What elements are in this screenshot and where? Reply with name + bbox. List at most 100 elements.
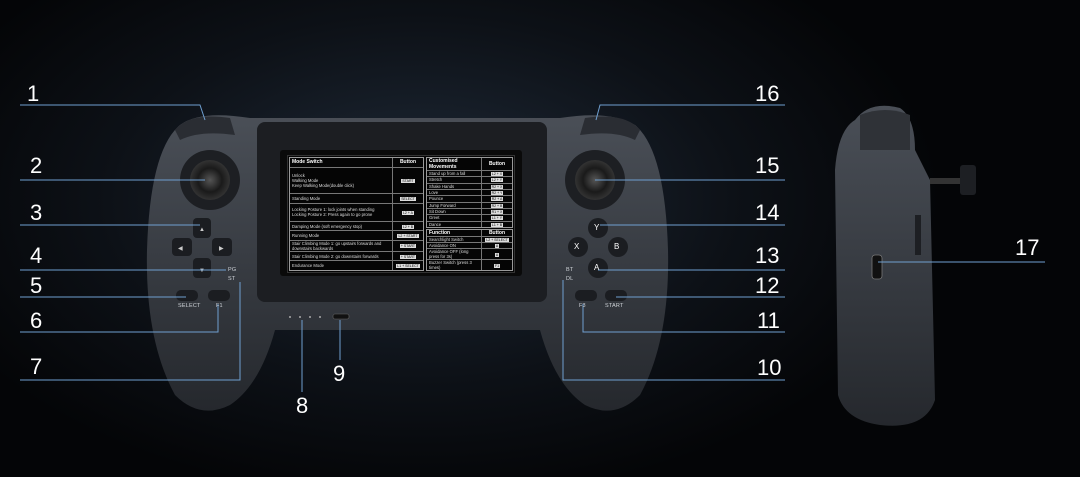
callout-6: 6 [30, 308, 43, 333]
button-combo: SELECT [400, 196, 416, 201]
button-combo: L2 + B [401, 224, 415, 229]
row-button: L2 + A [393, 210, 423, 215]
button-combo: L1 + SELECT [396, 264, 420, 269]
row-description: Shake Hands [427, 183, 482, 189]
row-description: Pounce [427, 196, 482, 202]
row-button: F1 [482, 263, 512, 268]
side-joystick [960, 165, 976, 195]
callout-4: 4 [30, 243, 43, 268]
table-row: Stair Climbing Mode 1: go upstairs forwa… [290, 240, 423, 252]
dl-label: DL [566, 276, 574, 282]
row-text: Running Mode [292, 233, 320, 239]
row-text: Damping Mode (soft emergency stop) [292, 223, 363, 229]
button-combo: L2 + SELECT [485, 238, 509, 242]
usb-port [332, 313, 350, 320]
callout-11: 11 [757, 308, 780, 333]
row-description: Stretch [427, 177, 482, 183]
header-label: Function [427, 230, 482, 236]
row-description: Jump Forward [427, 202, 482, 208]
b-button[interactable]: B [614, 242, 620, 251]
a-button[interactable]: A [594, 263, 600, 272]
row-description: Stand up from a fall [427, 171, 482, 177]
row-button: L2 + START [393, 233, 423, 239]
bt-label: BT [566, 267, 574, 273]
row-description: Buzzer Switch (press 3 times) [427, 260, 482, 270]
y-button[interactable]: Y [594, 223, 600, 232]
row-button: L1 + Y [482, 215, 512, 221]
button-combo: L2 + START [397, 234, 419, 239]
callout-7: 7 [30, 354, 43, 379]
row-button: R2 + A [482, 196, 512, 202]
row-text: Locking Posture 2: Press again to go pro… [292, 212, 373, 218]
row-description: Dance [427, 221, 482, 227]
button-combo: R2 + A [490, 197, 504, 202]
table-header: Mode Switch Button [290, 158, 423, 168]
button-combo: A [494, 252, 500, 257]
row-text: Locking Posture 1: lock joints when stan… [292, 207, 375, 213]
row-button: R2 + X [482, 184, 512, 189]
table-row: Avoidance OFF (long press for 3s)A [427, 249, 512, 260]
row-text: Walking Mode [292, 177, 319, 183]
row-text: Stair Climbing Mode 1: go upstairs forwa… [292, 240, 382, 251]
row-text: Unlock [292, 172, 305, 178]
svg-text:▶: ▶ [219, 246, 224, 252]
table-row: Avoidance ON A [427, 243, 512, 249]
row-button: L2 + SELECT [482, 237, 512, 242]
row-text: Standing Mode [292, 195, 321, 201]
callout-12: 12 [755, 273, 780, 298]
callout-3: 3 [30, 200, 43, 225]
button-combo: A [494, 244, 500, 248]
callout-2: 2 [30, 153, 43, 178]
row-button: R1 + X [482, 209, 512, 215]
side-view [835, 105, 935, 426]
row-button: L2 + X [482, 171, 512, 177]
dpad [172, 218, 232, 278]
button-combo: L1 + Y [490, 216, 504, 221]
row-button: L2 + Y [482, 177, 512, 183]
button-combo: R2 + B [490, 203, 504, 208]
header-label: Mode Switch [290, 158, 393, 167]
x-button[interactable]: X [574, 242, 580, 251]
indicator-leds [289, 316, 321, 318]
callout-10: 10 [757, 355, 782, 380]
start-label: START [605, 303, 624, 309]
callout-17: 17 [1015, 235, 1040, 260]
row-description: Standing Mode [290, 194, 393, 203]
button-combo: + START [399, 244, 417, 249]
table-row: Buzzer Switch (press 3 times)F1 [427, 260, 512, 270]
table-row: Standing Mode SELECT [290, 194, 423, 204]
row-description: Locking Posture 1: lock joints when stan… [290, 203, 393, 221]
row-button: L1 + SELECT [393, 263, 423, 269]
row-description: Love [427, 189, 482, 196]
button-combo: L2 + A [401, 210, 415, 215]
button-combo: START [401, 178, 415, 183]
row-description: Stair Climbing Mode 1: go upstairs forwa… [290, 240, 393, 251]
face-buttons [568, 218, 628, 278]
row-description: Avoidance ON [427, 243, 482, 248]
svg-text:▼: ▼ [199, 268, 205, 274]
callout-1: 1 [27, 81, 40, 106]
row-button: A [482, 243, 512, 248]
row-description: Endurance Mode [290, 261, 393, 271]
row-text: Stair Climbing Mode 2: go downstairs for… [292, 253, 379, 259]
row-button: L1 + B [482, 222, 512, 227]
button-combo: R2 + Y [490, 191, 504, 196]
header-button: Button [399, 159, 417, 166]
row-button: R2 + B [482, 203, 512, 208]
f3-label: F3 [579, 303, 586, 309]
callout-16: 16 [755, 81, 780, 106]
row-description: Sit Down [427, 208, 482, 215]
